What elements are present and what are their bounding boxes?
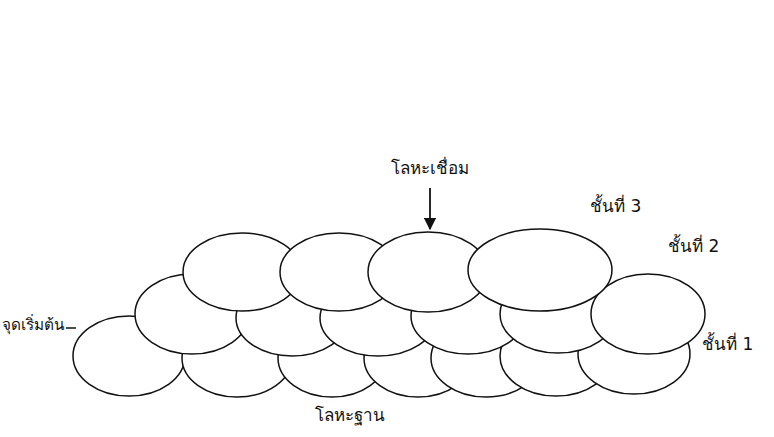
weld-metal-arrow — [429, 188, 431, 229]
layer-label: ชั้นที่ 2 — [668, 236, 719, 256]
start-point-label: จุดเริ่มต้น — [2, 316, 64, 334]
layer-label: ชั้นที่ 3 — [590, 196, 641, 216]
layer-3-beads — [183, 229, 612, 312]
weld-metal-label: โลหะเชื่อม — [391, 158, 469, 178]
start-point-tick — [66, 327, 76, 329]
base-metal-label: โลหะฐาน — [315, 405, 385, 425]
layer-label: ชั้นที่ 1 — [702, 334, 753, 354]
